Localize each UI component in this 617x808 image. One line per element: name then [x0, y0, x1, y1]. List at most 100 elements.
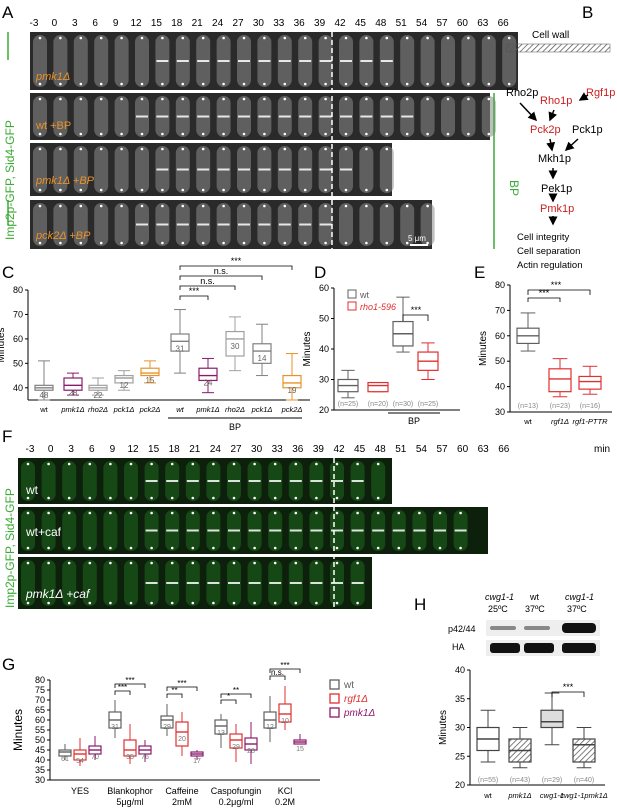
spb-dot [38, 132, 42, 136]
spb-dot [191, 546, 195, 550]
spb-dot [99, 36, 103, 40]
spb-dot [263, 132, 266, 136]
row-label-pmk1-caf: pmk1Δ +caf [25, 587, 91, 601]
timepoint-label: 33 [273, 18, 285, 29]
y-tick-label: 70 [495, 305, 505, 315]
category-label: pmk1Δ [507, 791, 531, 800]
y-tick-label: 75 [35, 685, 45, 695]
sig-label: n.s. [200, 276, 215, 286]
spb-dot [67, 462, 71, 466]
cell [379, 203, 394, 246]
cell [62, 461, 77, 501]
median-label: 10 [281, 718, 289, 725]
spb-dot [79, 82, 83, 86]
median-label: 35 [126, 754, 134, 761]
panel-letter-h: H [414, 595, 426, 614]
spb-dot [26, 546, 30, 550]
spb-dot [426, 204, 429, 208]
spb-dot [170, 462, 174, 466]
spb-dot [344, 147, 348, 151]
spb-dot [283, 36, 287, 40]
blot-label-ha: HA [452, 642, 465, 652]
timepoint-label: 30 [253, 18, 265, 29]
arrow-rgf1-rho1 [578, 92, 589, 101]
spb-dot [459, 511, 462, 515]
category-label: Caspofungin [211, 786, 262, 796]
cell [82, 461, 97, 501]
spb-dot [303, 241, 307, 245]
spb-dot [181, 204, 185, 208]
spb-dot [109, 496, 112, 500]
cell [94, 35, 109, 87]
spb-dot [253, 496, 256, 500]
sig-bracket [551, 691, 585, 697]
spb-dot [67, 546, 71, 550]
box [214, 719, 228, 735]
output-actin: Actin regulation [517, 260, 582, 271]
output-separation: Cell separation [517, 246, 580, 257]
spb-dot [120, 147, 123, 151]
spb-dot [242, 241, 246, 245]
sig-bracket [179, 275, 263, 280]
spb-dot [446, 36, 450, 40]
spb-dot [88, 511, 92, 515]
spb-dot [59, 241, 62, 245]
row-label-pmk1: pmk1Δ [35, 71, 70, 83]
median-label: 29 [163, 724, 171, 731]
spb-dot [356, 546, 359, 550]
spb-dot [109, 511, 112, 515]
y-tick-label: 60 [13, 334, 23, 344]
spb-dot [109, 561, 112, 565]
category-label: pck1Δ [251, 405, 273, 414]
spb-dot [405, 97, 409, 101]
cell [461, 35, 476, 87]
spb-dot [170, 546, 174, 550]
spb-dot [385, 97, 389, 101]
cell [481, 35, 496, 87]
sig-bracket [527, 297, 561, 302]
timepoint-label: 45 [354, 444, 366, 455]
blot-header-3a: cwg1-1 [565, 592, 594, 602]
cell [53, 96, 68, 137]
sig-bracket [220, 693, 252, 698]
cell [21, 510, 35, 551]
sig-bracket [269, 675, 286, 680]
spb-dot [161, 132, 164, 136]
spb-dot [273, 561, 277, 565]
spb-dot [446, 97, 450, 101]
spb-dot [47, 496, 50, 500]
blot-label-p42: p42/44 [448, 624, 476, 634]
spb-dot [222, 97, 225, 101]
spb-dot [47, 462, 50, 466]
box [540, 709, 564, 729]
spb-dot [385, 132, 389, 136]
spb-dot [242, 97, 246, 101]
median-label: 61 [61, 756, 69, 763]
spb-dot [99, 188, 103, 192]
y-tick-label: 40 [455, 665, 465, 675]
category-label: wt [483, 791, 492, 800]
panel-a-cells [33, 35, 517, 246]
spb-dot [253, 561, 256, 565]
panel-letter-a: A [2, 3, 14, 22]
spb-dot [67, 511, 71, 515]
y-axis-title: Minutes [11, 709, 25, 751]
cell-wall-label: Cell wall [532, 30, 569, 41]
timepoint-label: 0 [48, 444, 54, 455]
spb-dot [507, 82, 511, 86]
spb-dot [303, 97, 307, 101]
spb-dot [99, 147, 103, 151]
spb-dot [212, 496, 215, 500]
y-axis-title: Minutes [478, 331, 489, 366]
box [367, 381, 389, 393]
y-tick-label: 60 [319, 283, 329, 293]
cell [124, 510, 138, 551]
spb-dot [385, 82, 389, 86]
panel-letter-c: C [2, 263, 14, 282]
count-label: (n=55) [478, 777, 498, 784]
cell [33, 35, 47, 87]
spb-dot [201, 97, 205, 101]
median-label: 29 [232, 744, 240, 751]
y-tick-label: 35 [35, 765, 45, 775]
